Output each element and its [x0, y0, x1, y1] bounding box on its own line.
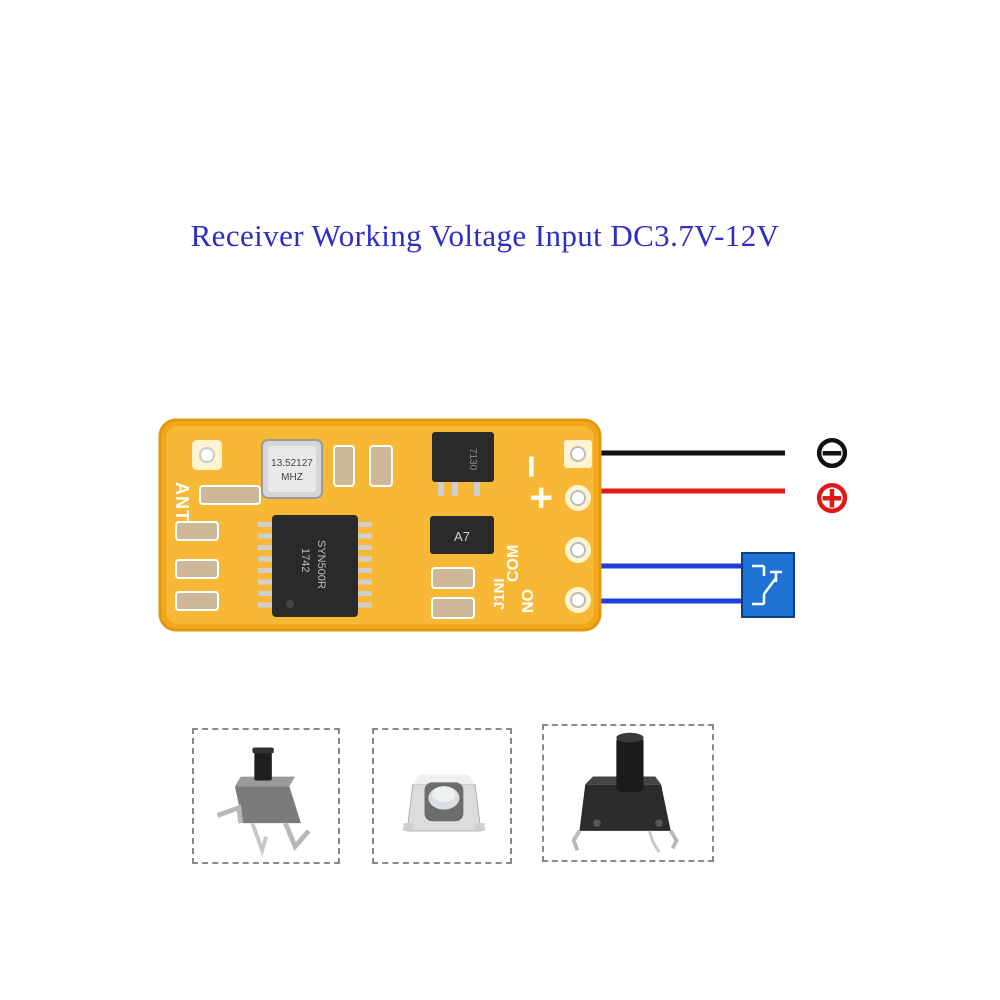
chip-pin [358, 556, 372, 562]
switch-example-tall [542, 724, 714, 862]
chip-pin [258, 522, 272, 527]
smd-components [175, 445, 475, 619]
chip-pin [258, 568, 272, 573]
chip-pin [258, 533, 272, 539]
chip-pin [258, 591, 272, 596]
switch-example-right-angle [192, 728, 340, 864]
ldo-regulator: 7130 [432, 432, 494, 496]
chip-pin [258, 579, 272, 585]
transistor-a7: A7 [430, 516, 494, 554]
chip-pin [258, 556, 272, 562]
chip-pin [358, 591, 372, 596]
chip-pin [358, 602, 372, 608]
pin-labels: − + COM NO J1NI [491, 455, 563, 613]
smd-tactile-switch-icon [403, 774, 485, 832]
transistor-label: A7 [454, 529, 470, 544]
crystal-oscillator: 13.52127 MHZ [261, 439, 323, 499]
chip-pin [358, 533, 372, 539]
terminal-pads [564, 440, 592, 613]
tall-tactile-switch-icon [571, 732, 679, 853]
receiver-chip: SYN500R 1742 [258, 515, 372, 617]
crystal-label: 13.52127 [271, 458, 313, 469]
right-angle-tactile-switch-icon [216, 747, 311, 857]
jumper-label: J1NI [491, 578, 508, 610]
chip-pin [258, 545, 272, 550]
chip-label-date: 1742 [299, 548, 311, 572]
chip-pin [358, 522, 372, 527]
pin-label-com: COM [505, 545, 522, 582]
chip-pin [258, 602, 272, 608]
antenna-hole [192, 440, 222, 470]
pin-label-positive: + [519, 486, 563, 509]
chip-pin [358, 579, 372, 585]
wires [595, 450, 785, 604]
negative-symbol: ⊖ [813, 425, 852, 479]
crystal-label-unit: MHZ [281, 472, 303, 483]
chip-pin [358, 545, 372, 550]
antenna-label: ANT [172, 482, 192, 522]
ldo-label: 7130 [467, 448, 478, 471]
switch-symbol [741, 552, 795, 618]
receiver-board: ANT 13.52127 MHZ SYN500R 1742 [158, 418, 602, 632]
switch-example-smd [372, 728, 512, 864]
page-title: Receiver Working Voltage Input DC3.7V-12… [190, 218, 780, 253]
positive-symbol: ⊕ [813, 470, 852, 524]
pin-label-no: NO [520, 589, 537, 613]
chip-label: SYN500R [315, 540, 327, 589]
pin-label-negative: − [509, 455, 553, 478]
chip-pin [358, 568, 372, 573]
